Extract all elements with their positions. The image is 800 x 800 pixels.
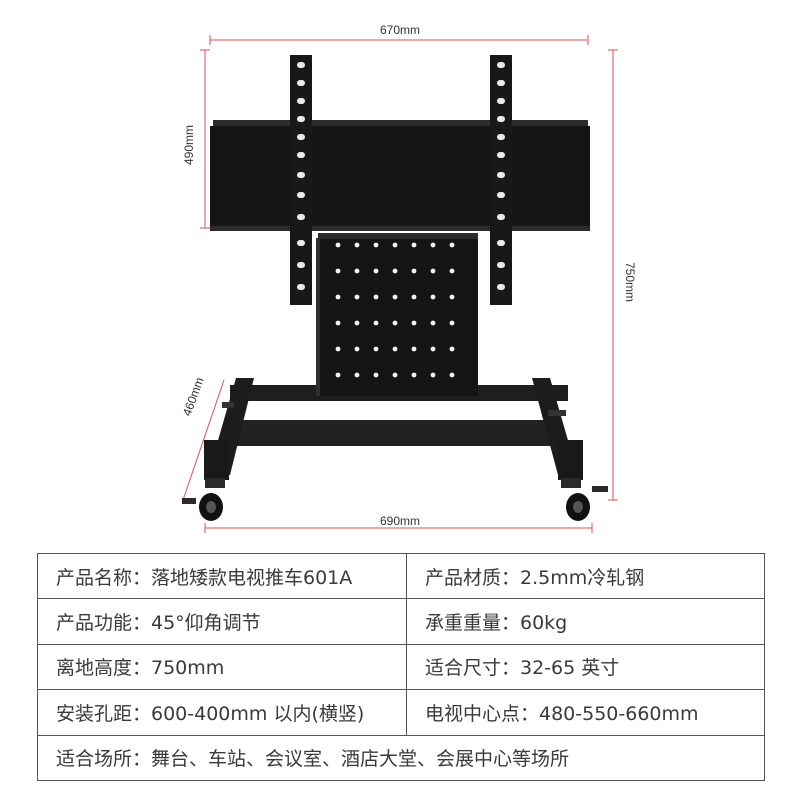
caster-wheel-left (182, 478, 225, 521)
perforation-hole (335, 346, 341, 352)
dimension-base-depth-label: 460mm (180, 375, 207, 417)
perforation-hole (411, 346, 417, 352)
tv-cart-product-image: 670mm 490mm 750mm 460mm 690mm (180, 23, 637, 533)
perforation-hole (392, 320, 398, 326)
perforation-hole (430, 320, 436, 326)
spec-tv-center: 电视中心点：480-550-660mm (406, 689, 765, 736)
perforation-hole (354, 320, 360, 326)
perforation-hole (449, 372, 455, 378)
spec-row: 离地高度：750mm 适合尺寸：32-65 英寸 (37, 643, 765, 691)
perforation-hole (449, 242, 455, 248)
bracket-slot (497, 116, 505, 122)
dimension-base-width-label: 690mm (380, 514, 420, 528)
perforation-hole (449, 268, 455, 274)
perforation-hole (354, 372, 360, 378)
perforation-hole (411, 242, 417, 248)
spec-height: 离地高度：750mm (37, 643, 407, 691)
perforation-hole (335, 372, 341, 378)
column-perforations (335, 242, 455, 378)
perforation-hole (392, 372, 398, 378)
perforation-hole (373, 242, 379, 248)
bracket-slot (297, 116, 305, 122)
perforation-hole (430, 294, 436, 300)
perforation-hole (392, 242, 398, 248)
perforation-hole (373, 320, 379, 326)
bracket-slot (297, 284, 305, 290)
bracket-slot (497, 80, 505, 86)
perforation-hole (392, 294, 398, 300)
perforation-hole (373, 346, 379, 352)
perforation-hole (354, 294, 360, 300)
spec-function: 产品功能：45°仰角调节 (37, 598, 407, 645)
spec-table: 产品名称：落地矮款电视推车601A 产品材质：2.5mm冷轧钢 产品功能：45°… (37, 552, 765, 782)
dimension-total-height: 750mm (608, 49, 637, 501)
perforation-hole (373, 268, 379, 274)
spec-venues: 适合场所：舞台、车站、会议室、酒店大堂、会展中心等场所 (37, 734, 765, 782)
bracket-slot (297, 98, 305, 104)
perforation-hole (354, 268, 360, 274)
bracket-slot (497, 152, 505, 158)
center-column (316, 233, 478, 396)
bracket-slot (297, 262, 305, 268)
caster-wheel-right (561, 478, 608, 521)
perforation-hole (449, 294, 455, 300)
bracket-slot (297, 172, 305, 178)
perforation-hole (392, 346, 398, 352)
bracket-slot (497, 284, 505, 290)
bracket-slot (297, 80, 305, 86)
bracket-slot (297, 134, 305, 140)
perforation-hole (430, 372, 436, 378)
spec-load: 承重重量：60kg (406, 598, 765, 645)
perforation-hole (411, 294, 417, 300)
spec-hole-spacing: 安装孔距：600-400mm 以内(横竖) (37, 689, 407, 736)
bracket-slot (297, 62, 305, 68)
perforation-hole (449, 320, 455, 326)
spec-row: 安装孔距：600-400mm 以内(横竖) 电视中心点：480-550-660m… (37, 689, 765, 736)
perforation-hole (430, 268, 436, 274)
bracket-slot (497, 172, 505, 178)
dimension-screen-height-label: 490mm (182, 125, 196, 165)
tv-mount-panel (210, 120, 590, 231)
dimension-screen-height: 490mm (182, 49, 210, 229)
dimension-top-width: 670mm (209, 23, 589, 45)
dimension-base-width: 690mm (204, 514, 593, 533)
perforation-hole (449, 346, 455, 352)
perforation-hole (373, 372, 379, 378)
bracket-slot (497, 262, 505, 268)
perforation-hole (411, 268, 417, 274)
perforation-hole (354, 346, 360, 352)
spec-row: 产品名称：落地矮款电视推车601A 产品材质：2.5mm冷轧钢 (37, 552, 765, 600)
perforation-hole (335, 268, 341, 274)
vesa-bracket-right (490, 55, 512, 305)
bracket-slot (297, 152, 305, 158)
dimension-total-height-label: 750mm (623, 262, 637, 302)
bracket-slot (297, 192, 305, 198)
perforation-hole (373, 294, 379, 300)
perforation-hole (430, 242, 436, 248)
perforation-hole (335, 294, 341, 300)
spec-material: 产品材质：2.5mm冷轧钢 (406, 552, 765, 600)
bracket-slot (497, 192, 505, 198)
bracket-slot (497, 62, 505, 68)
spec-row: 产品功能：45°仰角调节 承重重量：60kg (37, 598, 765, 645)
perforation-hole (411, 320, 417, 326)
bracket-slot (497, 98, 505, 104)
perforation-hole (392, 268, 398, 274)
bracket-slot (297, 214, 305, 220)
spec-product-name: 产品名称：落地矮款电视推车601A (37, 552, 407, 600)
bracket-slot (297, 240, 305, 246)
perforation-hole (411, 372, 417, 378)
bracket-slot (497, 240, 505, 246)
vesa-bracket-left (290, 55, 312, 305)
perforation-hole (430, 346, 436, 352)
spec-row: 适合场所：舞台、车站、会议室、酒店大堂、会展中心等场所 (37, 734, 765, 782)
perforation-hole (354, 242, 360, 248)
spec-screen-size: 适合尺寸：32-65 英寸 (406, 643, 765, 691)
perforation-hole (335, 242, 341, 248)
bracket-slot (497, 214, 505, 220)
perforation-hole (335, 320, 341, 326)
bracket-slot (497, 134, 505, 140)
dimension-top-width-label: 670mm (380, 23, 420, 37)
